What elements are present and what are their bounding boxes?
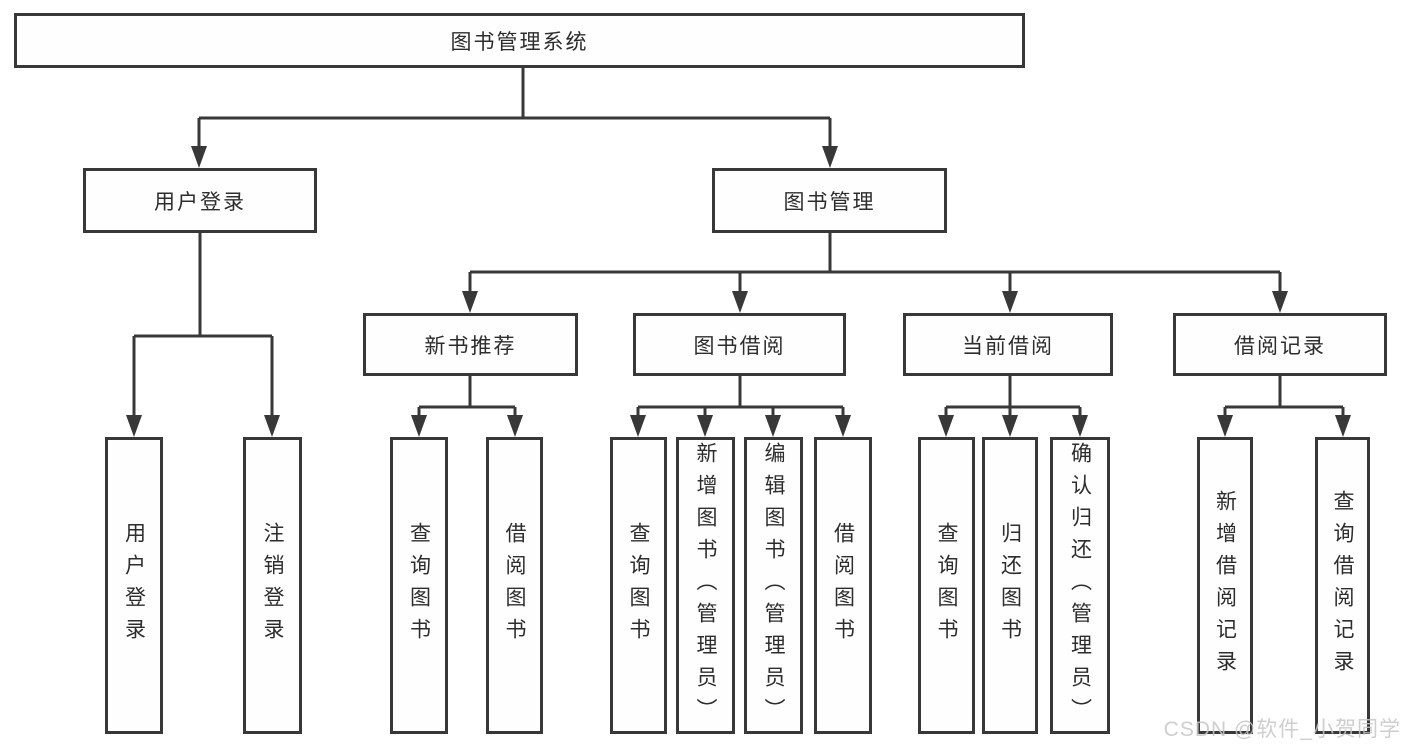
leaf-logout-login: 注销登录 (243, 437, 302, 734)
node-label: 图书管理系统 (450, 30, 589, 54)
node-root-library-system: 图书管理系统 (14, 13, 1025, 68)
node-label: 新书推荐 (424, 334, 517, 358)
node-label: 图书管理 (783, 190, 876, 214)
leaf-label: 注销登录 (261, 521, 284, 650)
node-borrow-records: 借阅记录 (1173, 313, 1387, 376)
leaf-bb-query-books: 查询图书 (610, 437, 667, 734)
leaf-label: 查询图书 (407, 521, 431, 650)
leaf-cb-return-books: 归还图书 (982, 437, 1038, 734)
node-label: 借阅记录 (1234, 334, 1326, 358)
node-book-management: 图书管理 (712, 168, 947, 233)
node-user-login: 用户登录 (83, 168, 317, 233)
leaf-bb-add-books-admin: 新增图书（管理员） (676, 437, 735, 734)
arrowhead-icons (126, 146, 1351, 437)
node-current-borrowing: 当前借阅 (903, 313, 1113, 376)
leaf-nb-borrow-books: 借阅图书 (486, 437, 543, 734)
leaf-label: 查询图书 (935, 521, 958, 650)
node-label: 当前借阅 (962, 334, 1054, 358)
leaf-label: 新增图书（管理员） (694, 441, 717, 730)
leaf-user-login: 用户登录 (105, 437, 163, 734)
leaf-br-add-borrow-record: 新增借阅记录 (1197, 437, 1253, 734)
leaf-label: 查询图书 (627, 521, 650, 650)
leaf-label: 用户登录 (122, 521, 146, 650)
leaf-nb-query-books: 查询图书 (390, 437, 448, 734)
leaf-label: 查询借阅记录 (1331, 489, 1354, 682)
node-label: 图书借阅 (693, 334, 786, 358)
leaf-bb-edit-books-admin: 编辑图书（管理员） (744, 437, 803, 734)
leaf-label: 借阅图书 (831, 521, 855, 650)
leaf-cb-confirm-return-admin: 确认归还（管理员） (1050, 437, 1110, 734)
leaf-label: 借阅图书 (503, 521, 526, 650)
leaf-label: 归还图书 (998, 521, 1022, 650)
node-book-borrowing: 图书借阅 (633, 313, 846, 376)
leaf-label: 确认归还（管理员） (1068, 441, 1092, 730)
leaf-label: 新增借阅记录 (1213, 489, 1237, 682)
leaf-bb-borrow-books: 借阅图书 (814, 437, 872, 734)
leaf-label: 编辑图书（管理员） (762, 441, 785, 730)
node-label: 用户登录 (154, 190, 246, 214)
node-new-book-recommend: 新书推荐 (363, 313, 578, 376)
csdn-watermark: CSDN @软件_小贺同学 (1163, 718, 1401, 741)
leaf-br-query-borrow-record: 查询借阅记录 (1315, 437, 1370, 734)
leaf-cb-query-books: 查询图书 (918, 437, 975, 734)
